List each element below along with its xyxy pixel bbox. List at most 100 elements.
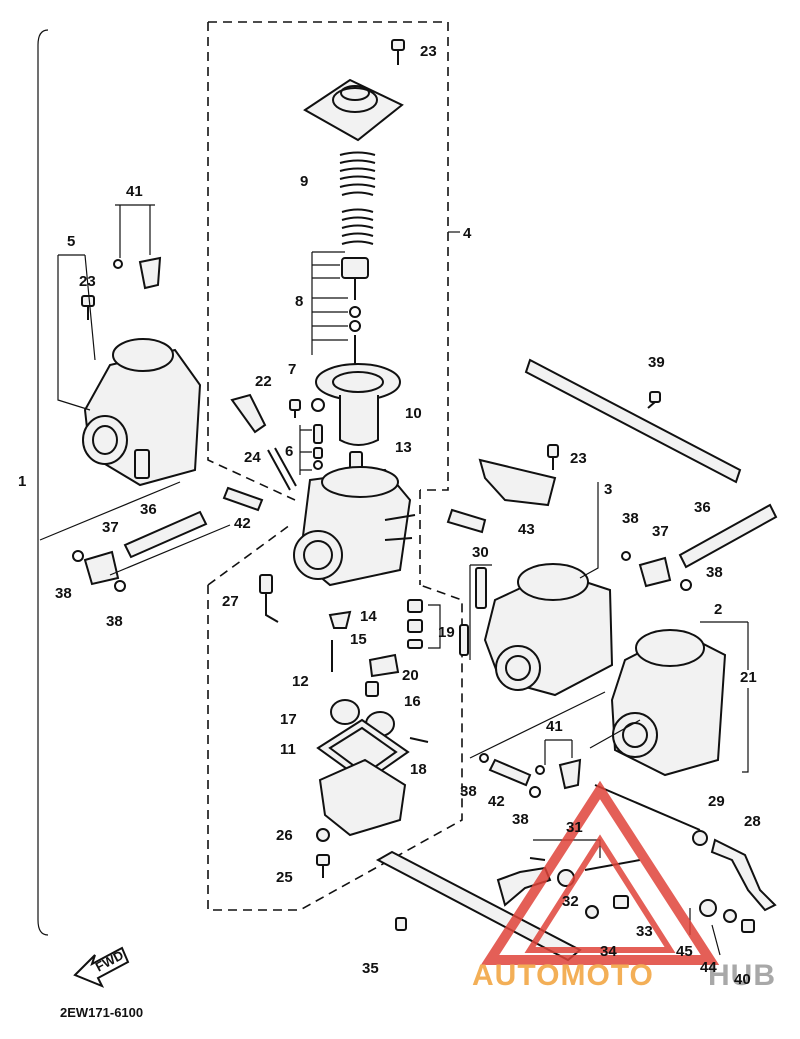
callout-2: 2 (714, 601, 722, 618)
carburetor-assembly-5 (82, 338, 202, 487)
callout-41: 41 (126, 183, 143, 200)
drain-screw-26-25 (316, 828, 330, 878)
screw-35 (395, 917, 407, 931)
callout-6: 6 (285, 443, 293, 460)
float-needle-parts (328, 610, 400, 697)
callout-16: 16 (404, 693, 421, 710)
fuel-joint-37-left (72, 550, 126, 592)
callout-7: 7 (288, 361, 296, 378)
callout-38: 38 (706, 564, 723, 581)
float-bowl-dashed-box (207, 524, 463, 911)
screw-23-top (391, 39, 405, 65)
leader-5 (57, 254, 96, 411)
callout-21: 21 (740, 669, 757, 686)
callout-12: 12 (292, 673, 309, 690)
callout-17: 17 (280, 711, 297, 728)
callout-23: 23 (79, 273, 96, 290)
connector-42-right (479, 753, 541, 798)
jets-19 (407, 599, 441, 649)
callout-1: 1 (18, 473, 26, 490)
callout-38: 38 (512, 811, 529, 828)
callout-14: 14 (360, 608, 377, 625)
callout-41: 41 (546, 718, 563, 735)
carburetor-assembly-3 (483, 563, 614, 697)
callout-9: 9 (300, 173, 308, 190)
callout-19: 19 (438, 624, 455, 641)
carburetor-top-cover (303, 78, 404, 142)
assembly-bracket-1 (37, 29, 49, 936)
pin-18 (409, 737, 429, 743)
float-bowl (318, 758, 407, 837)
callout-20: 20 (402, 667, 419, 684)
lever-41-right (535, 739, 582, 790)
assembly-4-dashed-left (207, 22, 296, 501)
callout-10: 10 (405, 405, 422, 422)
callout-18: 18 (410, 761, 427, 778)
fwd-arrow-icon: FWD (73, 946, 130, 988)
right-diagonal-guide (469, 691, 641, 759)
mounting-bar-39 (524, 358, 742, 484)
callout-23: 23 (420, 43, 437, 60)
carburetor-body-center (293, 466, 416, 587)
svg-text:AUTOMOTO: AUTOMOTO (472, 959, 654, 992)
leader-3 (579, 482, 599, 579)
callout-30: 30 (472, 544, 489, 561)
parts-30 (459, 564, 492, 660)
callout-38: 38 (55, 585, 72, 602)
callout-23: 23 (570, 450, 587, 467)
callout-39: 39 (648, 354, 665, 371)
callout-13: 13 (395, 439, 412, 456)
callout-36: 36 (694, 499, 711, 516)
leader-2-21 (700, 621, 749, 773)
callout-26: 26 (276, 827, 293, 844)
needle-set-8 (311, 251, 369, 370)
washer-32-34 (557, 869, 599, 919)
lever-41-left (113, 204, 162, 290)
throttle-shaft-28 (594, 784, 777, 912)
callout-24: 24 (244, 449, 261, 466)
fitting-43 (446, 508, 487, 534)
diaphragm-piston-10 (315, 363, 401, 446)
callout-36: 36 (140, 501, 157, 518)
callout-31: 31 (566, 819, 583, 836)
callout-40: 40 (734, 971, 751, 988)
callout-37: 37 (652, 523, 669, 540)
callout-38: 38 (622, 510, 639, 527)
callout-43: 43 (518, 521, 535, 538)
connector-42-left (222, 486, 264, 512)
bracket-3-top (478, 458, 557, 507)
callout-3: 3 (604, 481, 612, 498)
callout-4: 4 (463, 225, 472, 242)
callout-38: 38 (460, 783, 477, 800)
callout-8: 8 (295, 293, 303, 310)
callout-33: 33 (636, 923, 653, 940)
screw-23-right (547, 444, 559, 470)
bracket-27 (259, 574, 279, 623)
assembly-4-dashed-box (208, 21, 449, 491)
carburetor-assembly-2 (610, 629, 727, 777)
callout-35: 35 (362, 960, 379, 977)
callout-34: 34 (600, 943, 617, 960)
callout-44: 44 (700, 959, 717, 976)
svg-text:HUB: HUB (708, 959, 776, 992)
hose-36-left (123, 510, 208, 559)
callout-27: 27 (222, 593, 239, 610)
pilot-screw-7 (311, 398, 325, 412)
callout-29: 29 (708, 793, 725, 810)
callout-42: 42 (488, 793, 505, 810)
callout-5: 5 (67, 233, 75, 250)
callout-22: 22 (255, 373, 272, 390)
screw-23-left (81, 295, 95, 320)
screw-39 (647, 391, 661, 409)
throttle-stop-24 (230, 393, 297, 491)
callout-28: 28 (744, 813, 761, 830)
callout-42: 42 (234, 515, 251, 532)
hose-36-right (678, 503, 778, 569)
screw-22 (289, 399, 301, 418)
callout-25: 25 (276, 869, 293, 886)
automotohub-watermark: AUTOMOTO HUB (472, 780, 776, 992)
spring-9 (339, 151, 376, 245)
fuel-joint-37-right (621, 551, 692, 591)
jet-set-6 (299, 424, 323, 475)
left-diagonal-guide (39, 481, 231, 576)
